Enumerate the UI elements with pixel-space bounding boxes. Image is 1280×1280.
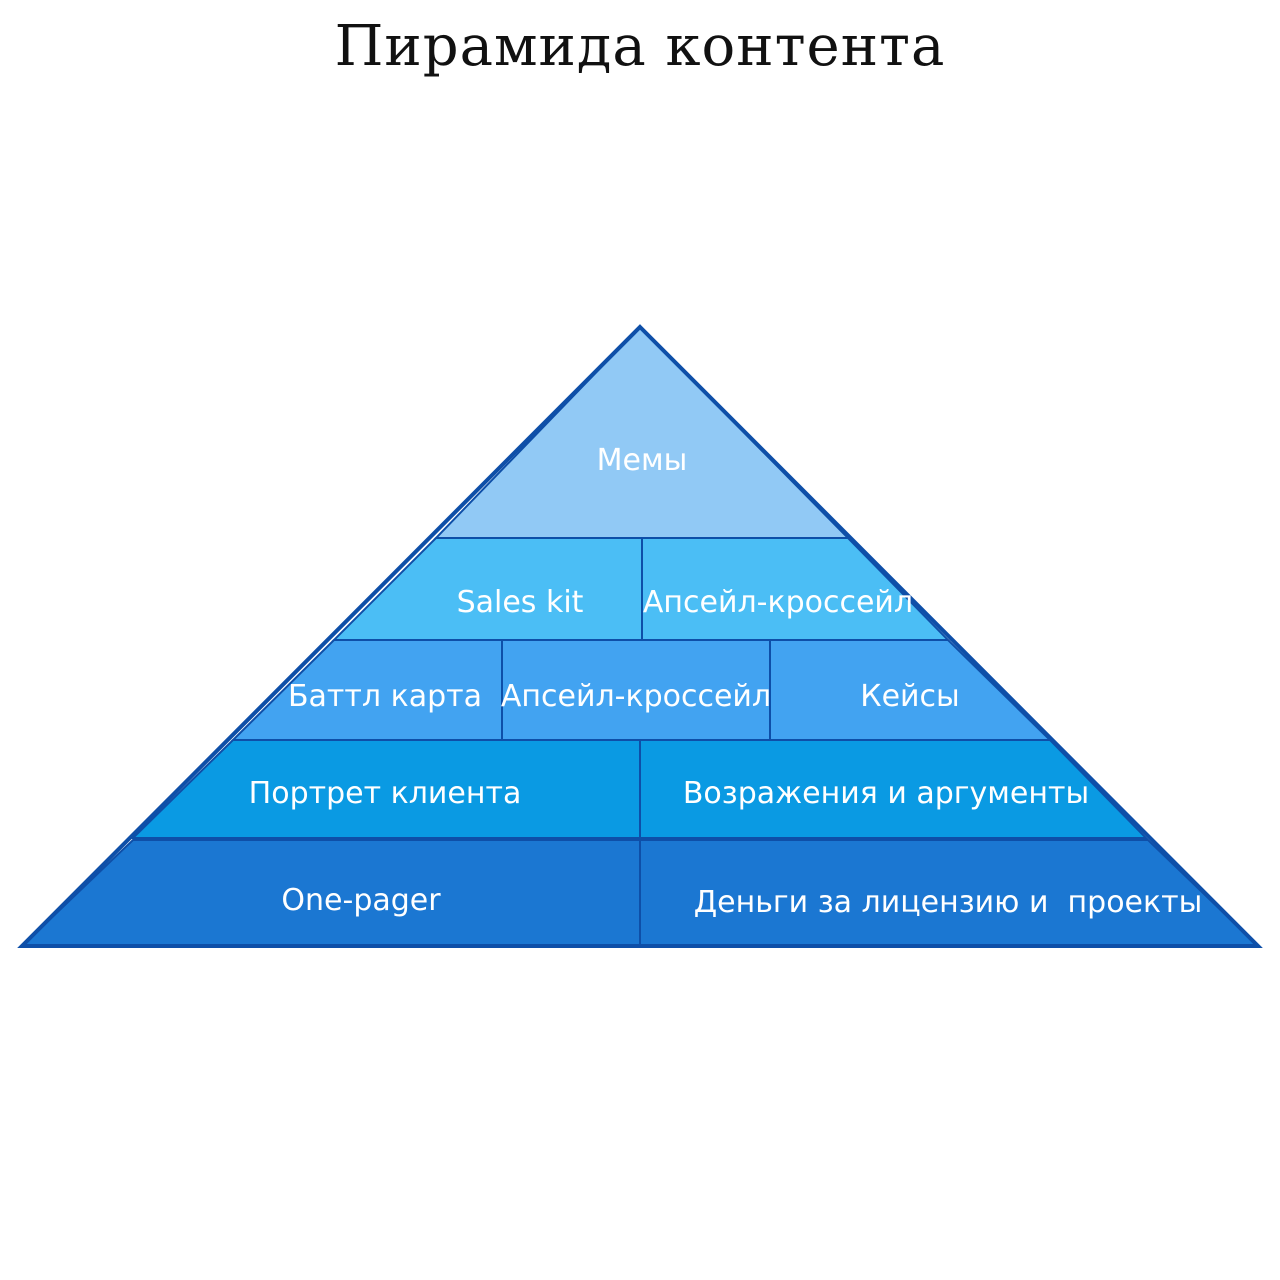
label-license-money: Деньги за лицензию и проекты (694, 885, 1203, 920)
tier-4-cell-2 (639, 739, 1149, 839)
label-upsell-cross-sell-1: Апсейл-кроссейл (643, 585, 913, 620)
label-battle-card: Баттл карта (288, 679, 482, 714)
page-title: Пирамида контента (334, 14, 946, 79)
label-upsell-cross-sell-2: Апсейл-кроссейл (501, 679, 771, 714)
label-one-pager: One-pager (281, 883, 441, 918)
label-objections-arguments: Возражения и аргументы (683, 776, 1089, 811)
pyramid-outline (17, 324, 1263, 948)
label-sales-kit: Sales kit (457, 585, 584, 620)
tier-1-fill (433, 325, 851, 539)
label-memes: Мемы (597, 443, 688, 478)
label-customer-portrait: Портрет клиента (249, 776, 522, 811)
label-cases: Кейсы (860, 679, 959, 714)
